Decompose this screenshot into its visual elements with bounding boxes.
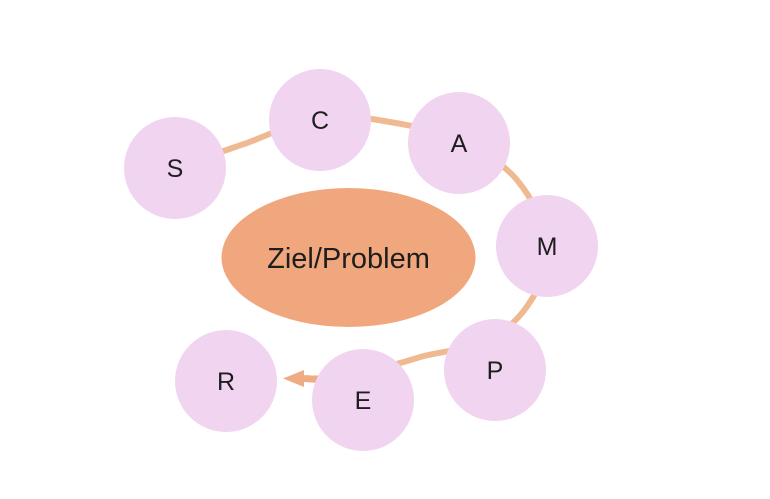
node-circle-r [175,330,277,432]
arrow-head [283,370,304,387]
node-label-r: R [217,368,235,396]
node-circle-a [408,92,510,194]
goal-label: Ziel/Problem [267,243,430,275]
node-label-a: A [451,130,468,158]
node-circle-s [124,117,226,219]
node-label-e: E [355,387,372,415]
node-label-m: M [537,233,558,261]
node-label-s: S [167,155,184,183]
node-circle-e [312,349,414,451]
node-circle-m [496,195,598,297]
goal-ellipse [221,188,476,327]
node-circle-p [444,319,546,421]
node-circle-c [269,69,371,171]
node-label-c: C [311,107,329,135]
node-label-p: P [487,357,504,385]
